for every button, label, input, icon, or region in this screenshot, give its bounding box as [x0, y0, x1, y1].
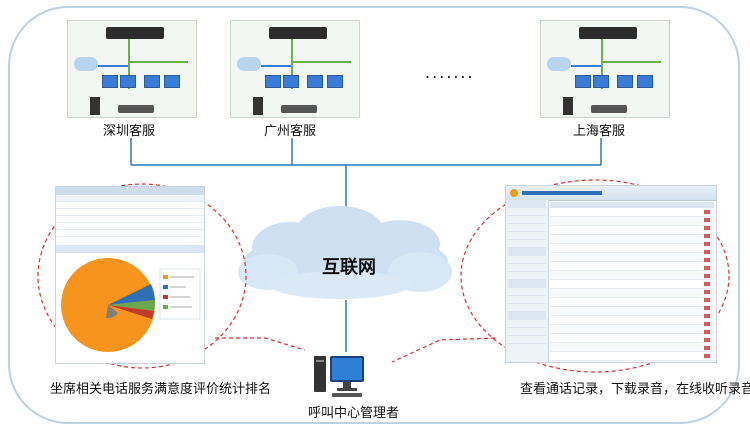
left-panel-caption: 坐席相关电话服务满意度评价统计排名: [50, 382, 272, 397]
site-label-shanghai: 上海客服: [573, 124, 626, 139]
right-highlight-ellipse: [460, 179, 730, 373]
right-panel-caption: 查看通话记录，下载录音，在线收听录音: [520, 382, 750, 397]
site-diagram-guangzhou: [230, 20, 360, 118]
internet-cloud: [238, 206, 452, 299]
satisfaction-stats-screenshot: [55, 186, 205, 364]
site-diagram-shanghai: [540, 20, 670, 118]
manager-label: 呼叫中心管理者: [308, 406, 400, 421]
site-label-guangzhou: 广州客服: [264, 124, 317, 139]
satisfaction-pie: [61, 258, 201, 352]
left-highlight-ellipse: [37, 183, 247, 369]
site-diagram-shenzhen: [67, 20, 197, 118]
diagram-frame: [8, 6, 740, 424]
manager-computer-icon: [314, 356, 364, 397]
more-sites-ellipsis: .......: [425, 63, 475, 82]
internet-label: 互联网: [322, 257, 376, 278]
call-records-screenshot: [505, 185, 717, 363]
site-label-shenzhen: 深圳客服: [103, 124, 156, 139]
